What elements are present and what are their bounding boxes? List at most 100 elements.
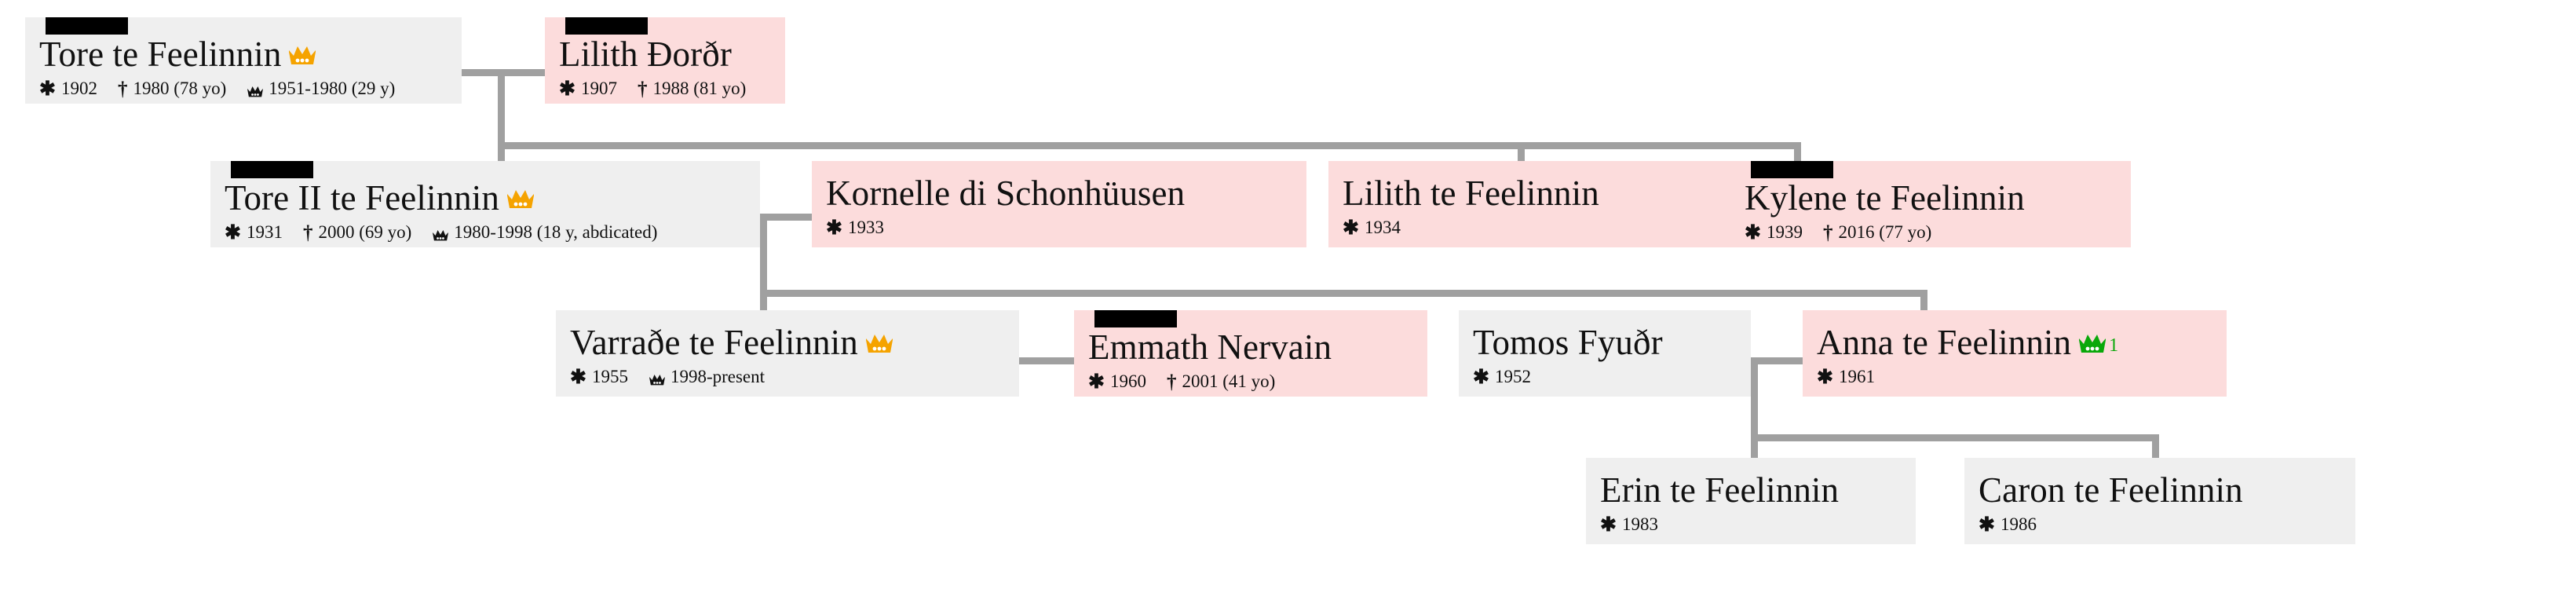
portrait-bar-icon [565,17,648,35]
child-stem-lilith-tf [1518,142,1525,161]
marriage-link-tore2-kornelle [760,214,812,221]
person-facts: ✱1983 [1600,514,1902,536]
person-name-text: Emmath Nervain [1088,327,1332,367]
person-facts: ✱1931 †2000 (69 yo) 1980-1998 (18 y, abdic… [225,222,746,246]
person-name: Emmath Nervain [1088,329,1413,366]
fact-reign: 1951-1980 (29 y) [247,79,395,102]
person-name: Caron te Feelinnin [1979,472,2341,509]
fact-birth: ✱1955 [570,366,628,388]
person-name: Kylene te Feelinnin [1745,180,2117,217]
birth-icon: ✱ [1745,221,1761,243]
person-card-lilith-tf[interactable]: Lilith te Feelinnin ✱1934 [1328,161,1730,247]
fact-death: †2000 (69 yo) [302,221,412,243]
person-card-tomos[interactable]: Tomos Fyuðr ✱1952 [1459,310,1751,397]
person-card-kornelle[interactable]: Kornelle di Schonhüusen ✱1933 [812,161,1306,247]
death-icon: † [1166,371,1177,393]
person-name-text: Caron te Feelinnin [1979,470,2243,510]
person-name-text: Anna te Feelinnin [1817,323,2072,362]
death-icon: † [302,221,313,243]
fact-death: †1988 (81 yo) [637,78,747,100]
person-name-text: Tore II te Feelinnin [225,178,499,218]
child-stem-varrade [760,290,767,310]
death-icon: † [117,78,128,100]
birth-icon: ✱ [1979,514,1995,536]
death-icon: † [1822,221,1833,243]
child-stem-tore2 [498,142,505,161]
crown-superscript: 1 [2109,335,2119,356]
sibling-bar-gen2 [498,142,1801,149]
child-stem-anna [1920,290,1927,310]
person-name: Tomos Fyuðr [1473,324,1737,361]
fact-birth: ✱1961 [1817,366,1875,388]
crown-icon-small [247,80,264,102]
birth-icon: ✱ [1088,371,1105,393]
person-facts: ✱1961 [1817,367,2212,389]
sibling-bar-gen3 [760,290,1927,297]
person-name-text: Lilith Ðorðr [559,35,732,74]
fact-birth: ✱1939 [1745,221,1803,243]
portrait-bar-icon [1094,310,1177,327]
person-card-varrade[interactable]: Varraðe te Feelinnin ✱1955 1998-present [556,310,1019,397]
child-stem-erin [1751,434,1758,458]
fact-death: †2016 (77 yo) [1822,221,1932,243]
person-card-lilith-dordr[interactable]: Lilith Ðorðr ✱1907 †1988 (81 yo) [545,17,785,104]
person-name-text: Tore te Feelinnin [39,35,282,74]
birth-icon: ✱ [1473,366,1489,388]
person-facts: ✱1907 †1988 (81 yo) [559,79,771,101]
portrait-bar-icon [231,161,313,178]
fact-birth: ✱1931 [225,221,283,243]
person-facts: ✱1933 [826,218,1292,240]
child-stem-kylene [1794,142,1801,161]
person-name: Erin te Feelinnin [1600,472,1902,509]
person-card-kylene[interactable]: Kylene te Feelinnin ✱1939 †2016 (77 yo) [1730,161,2131,247]
birth-icon: ✱ [826,217,842,239]
birth-icon: ✱ [1817,366,1833,388]
fact-birth: ✱1907 [559,78,617,100]
crown-icon-green [2077,332,2107,356]
fact-birth: ✱1934 [1343,217,1401,239]
fact-birth: ✱1933 [826,217,884,239]
child-stem-caron [2152,434,2159,458]
fact-birth: ✱1986 [1979,514,2037,536]
person-card-tore2[interactable]: Tore II te Feelinnin ✱1931 †2000 (69 yo) 1… [210,161,760,247]
fact-reign: 1998-present [649,367,765,390]
person-facts: ✱1960†2001 (41 yo) [1088,371,1413,393]
person-card-tore1[interactable]: Tore te Feelinnin ✱1902†1980 (78 yo)1951… [25,17,462,104]
person-facts: ✱1939 †2016 (77 yo) [1745,222,2117,244]
fact-birth: ✱1960 [1088,371,1146,393]
crown-icon-gold [506,188,535,211]
person-name-text: Lilith te Feelinnin [1343,174,1599,213]
person-name-text: Kylene te Feelinnin [1745,178,2025,218]
birth-icon: ✱ [559,78,575,100]
person-name: Tore te Feelinnin [39,36,448,73]
crown-icon-small [432,224,449,246]
fact-birth: ✱1952 [1473,366,1531,388]
descent-stem-union2 [760,214,767,294]
person-name: Varraðe te Feelinnin [570,324,1005,361]
fact-reign: 1980-1998 (18 y, abdicated) [432,222,657,246]
person-name-text: Kornelle di Schonhüusen [826,174,1186,213]
person-card-erin[interactable]: Erin te Feelinnin ✱1983 [1586,458,1916,544]
marriage-link-varrade-emmath [1019,357,1074,364]
birth-icon: ✱ [1343,217,1359,239]
person-name: Tore II te Feelinnin [225,180,746,217]
birth-icon: ✱ [39,78,56,100]
sibling-bar-gen4 [1751,434,2159,441]
person-facts: ✱1934 [1343,218,1716,240]
portrait-bar-icon [1751,161,1833,178]
person-card-anna[interactable]: Anna te Feelinnin 1 ✱1961 [1803,310,2227,397]
descent-stem-union3 [1751,357,1758,438]
person-facts: ✱1955 1998-present [570,367,1005,390]
person-name: Kornelle di Schonhüusen [826,175,1292,212]
death-icon: † [637,78,648,100]
person-name-text: Erin te Feelinnin [1600,470,1840,510]
person-name-text: Varraðe te Feelinnin [570,323,858,362]
person-name: Anna te Feelinnin 1 [1817,324,2212,361]
person-facts: ✱1986 [1979,514,2341,536]
person-facts: ✱1952 [1473,367,1737,389]
birth-icon: ✱ [1600,514,1617,536]
person-card-caron[interactable]: Caron te Feelinnin ✱1986 [1964,458,2355,544]
person-card-emmath[interactable]: Emmath Nervain ✱1960†2001 (41 yo) [1074,310,1427,397]
fact-death: †1980 (78 yo) [117,78,227,100]
